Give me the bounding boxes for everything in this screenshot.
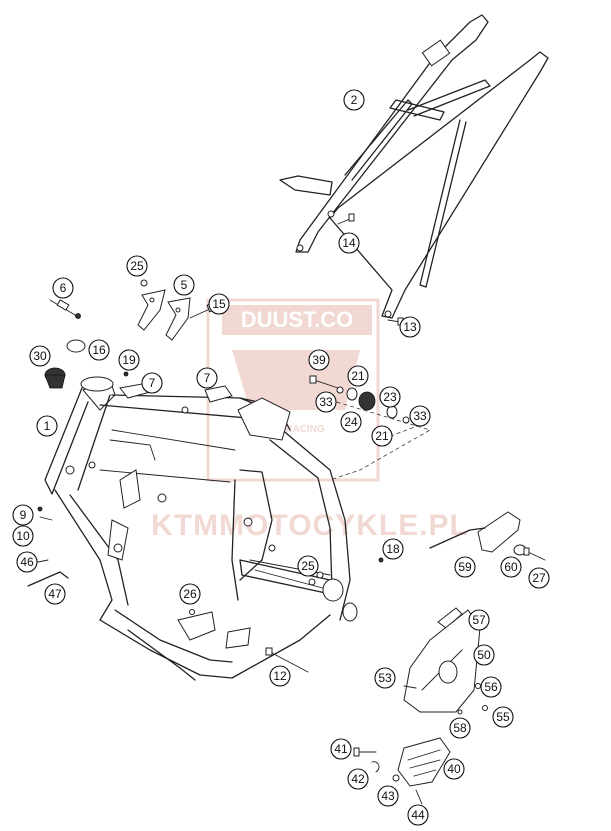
callout-label: 39 — [312, 353, 326, 367]
callout-46: 46 — [16, 551, 38, 573]
ring-part — [66, 339, 86, 353]
callout-label: 30 — [33, 349, 47, 363]
callout-label: 53 — [378, 671, 392, 685]
callout-label: 25 — [130, 259, 144, 273]
callout-60: 60 — [500, 556, 522, 578]
callout-label: 23 — [383, 390, 397, 404]
callout-label: 57 — [472, 613, 486, 627]
callout-41: 41 — [330, 738, 352, 760]
callout-label: 58 — [453, 721, 467, 735]
callout-44: 44 — [407, 804, 429, 826]
callout-label: 1 — [44, 419, 51, 433]
callout-label: 19 — [122, 353, 136, 367]
callout-43: 43 — [377, 785, 399, 807]
frame-parts — [27, 213, 546, 805]
callout-label: 44 — [411, 808, 425, 822]
main-frame — [44, 376, 358, 681]
callout-55: 55 — [492, 706, 514, 728]
subframe-bracket — [421, 39, 451, 67]
swingarm-pivot — [322, 578, 344, 602]
callout-label: 50 — [477, 648, 491, 662]
callout-label: 59 — [458, 560, 472, 574]
watermark-racing: RACING — [285, 424, 325, 435]
callout-9: 9 — [12, 504, 34, 526]
callout-label: 21 — [375, 429, 389, 443]
callout-label: 43 — [381, 789, 395, 803]
callout-18: 18 — [382, 538, 404, 560]
callout-label: 55 — [496, 710, 510, 724]
callout-label: 14 — [342, 236, 356, 250]
callout-6: 6 — [52, 277, 74, 299]
callout-label: 16 — [92, 343, 106, 357]
callout-label: 7 — [149, 376, 156, 390]
callout-5: 5 — [173, 274, 195, 296]
callout-26: 26 — [179, 583, 201, 605]
callout-label: 56 — [484, 680, 498, 694]
callout-label: 2 — [351, 93, 358, 107]
callout-1: 1 — [36, 415, 58, 437]
callout-label: 42 — [351, 772, 365, 786]
callout-label: 26 — [183, 587, 197, 601]
callout-label: 40 — [447, 762, 461, 776]
callout-33b: 33 — [409, 405, 431, 427]
callout-label: 25 — [301, 559, 315, 573]
callout-58: 58 — [449, 717, 471, 739]
callout-label: 15 — [212, 297, 226, 311]
callout-19: 19 — [118, 349, 140, 371]
watermark-brand: DUUST.CO — [241, 307, 353, 332]
callout-39: 39 — [308, 349, 330, 371]
callout-7a: 7 — [141, 372, 163, 394]
subframe — [279, 14, 549, 319]
callout-24: 24 — [340, 411, 362, 433]
callout-label: 33 — [319, 395, 333, 409]
callout-30: 30 — [29, 345, 51, 367]
callout-label: 46 — [20, 555, 34, 569]
callout-15: 15 — [208, 293, 230, 315]
callout-56: 56 — [480, 676, 502, 698]
callout-47: 47 — [44, 583, 66, 605]
callout-21a: 21 — [347, 365, 369, 387]
callout-23: 23 — [379, 386, 401, 408]
callout-label: 12 — [273, 669, 287, 683]
callout-13: 13 — [399, 316, 421, 338]
callout-53: 53 — [374, 667, 396, 689]
callout-57: 57 — [468, 609, 490, 631]
callout-label: 21 — [351, 369, 365, 383]
callout-14: 14 — [338, 232, 360, 254]
callout-2: 2 — [343, 89, 365, 111]
watermark-url: KTMMOTOCYKLE.PL — [151, 509, 469, 542]
callout-label: 5 — [181, 278, 188, 292]
callout-7b: 7 — [196, 367, 218, 389]
callout-21b: 21 — [371, 425, 393, 447]
watermark-brand-banner — [222, 305, 372, 335]
callout-12: 12 — [269, 665, 291, 687]
callout-label: 9 — [20, 508, 27, 522]
callout-label: 33 — [413, 409, 427, 423]
callout-label: 47 — [48, 587, 62, 601]
callout-50: 50 — [473, 644, 495, 666]
callout-16: 16 — [88, 339, 110, 361]
callout-layer: 1 2 5 6 7 7 9 10 12 13 14 15 16 18 19 21… — [12, 89, 550, 826]
callout-10: 10 — [12, 525, 34, 547]
callout-40: 40 — [443, 758, 465, 780]
callout-27: 27 — [528, 567, 550, 589]
callout-25a: 25 — [126, 255, 148, 277]
callout-label: 41 — [334, 742, 348, 756]
callout-label: 6 — [60, 281, 67, 295]
callout-label: 7 — [204, 371, 211, 385]
callout-59: 59 — [454, 556, 476, 578]
callout-label: 18 — [386, 542, 400, 556]
footpeg — [397, 737, 451, 787]
callout-42: 42 — [347, 768, 369, 790]
callout-25b: 25 — [297, 555, 319, 577]
callout-label: 60 — [504, 560, 518, 574]
callout-33a: 33 — [315, 391, 337, 413]
callout-label: 10 — [16, 529, 30, 543]
callout-label: 13 — [403, 320, 417, 334]
callout-label: 27 — [532, 571, 546, 585]
callout-label: 24 — [344, 415, 358, 429]
